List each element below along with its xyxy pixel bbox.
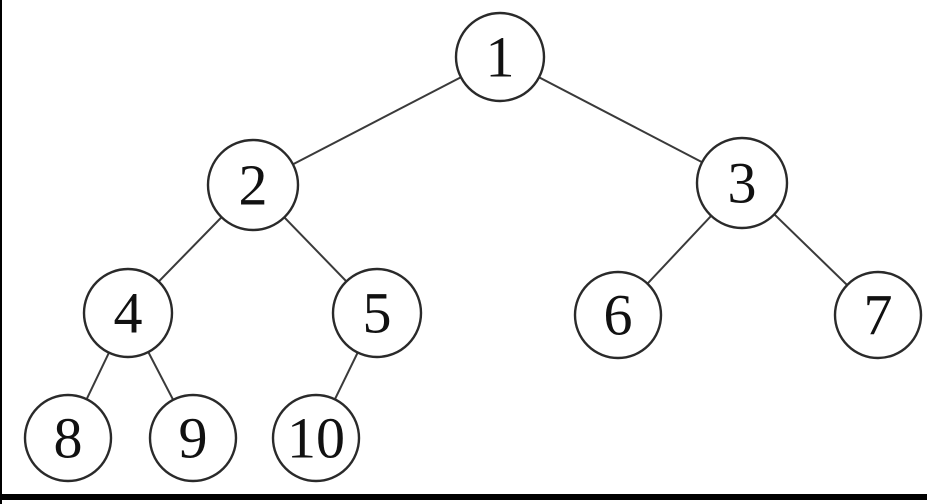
tree-node-label-1: 1 [486, 25, 515, 90]
tree-node-2: 2 [206, 138, 300, 232]
tree-node-circle-1 [454, 11, 546, 103]
tree-node-circle-10 [271, 393, 361, 483]
left-border-bar [0, 0, 2, 504]
tree-node-circle-2 [206, 138, 300, 232]
tree-node-label-4: 4 [114, 281, 143, 346]
tree-node-7: 7 [833, 270, 923, 360]
tree-node-circle-8 [23, 393, 113, 483]
tree-node-3: 3 [695, 136, 789, 230]
tree-node-circle-9 [148, 393, 238, 483]
tree-node-circle-7 [833, 270, 923, 360]
bottom-border-bar [0, 494, 927, 500]
tree-node-circle-3 [695, 136, 789, 230]
tree-node-label-7: 7 [864, 283, 893, 348]
tree-node-circle-5 [331, 267, 423, 359]
tree-edges [67, 56, 879, 439]
tree-node-label-9: 9 [179, 406, 208, 471]
tree-node-8: 8 [23, 393, 113, 483]
tree-node-label-10: 10 [287, 406, 345, 471]
tree-node-label-6: 6 [604, 283, 633, 348]
tree-edge-1-2 [252, 56, 501, 186]
tree-node-1: 1 [454, 11, 546, 103]
tree-nodes: 1 2 3 4 5 6 7 8 9 10 [23, 11, 923, 483]
tree-node-6: 6 [573, 270, 663, 360]
tree-node-10: 10 [271, 393, 361, 483]
tree-node-5: 5 [331, 267, 423, 359]
tree-node-label-5: 5 [363, 281, 392, 346]
tree-node-label-3: 3 [728, 151, 757, 216]
tree-node-label-8: 8 [54, 406, 83, 471]
tree-node-circle-6 [573, 270, 663, 360]
tree-node-4: 4 [82, 267, 174, 359]
tree-node-label-2: 2 [239, 153, 268, 218]
tree-node-9: 9 [148, 393, 238, 483]
tree-node-circle-4 [82, 267, 174, 359]
